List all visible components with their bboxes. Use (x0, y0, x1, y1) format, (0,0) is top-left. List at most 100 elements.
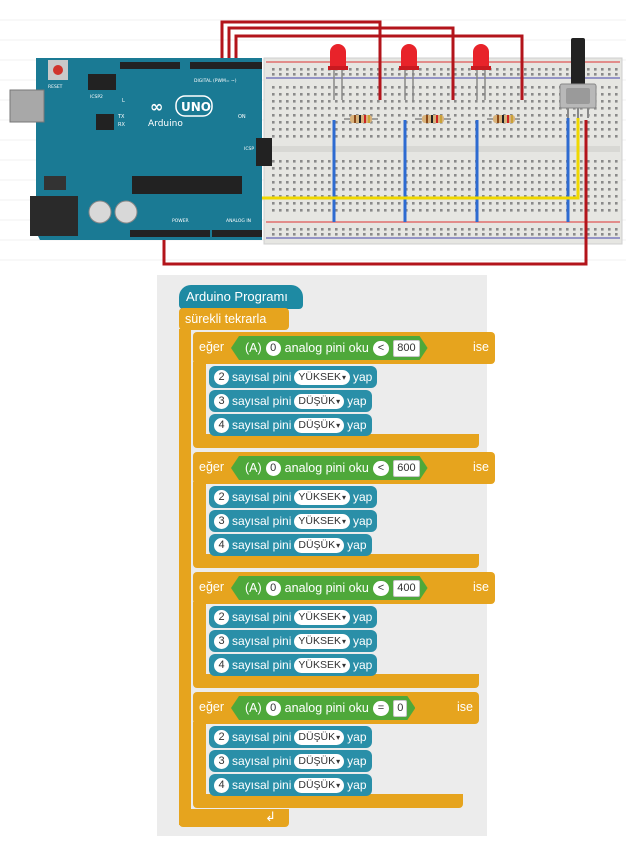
reset-label: RESET (48, 84, 63, 90)
digital-write-block[interactable]: 4 sayısal pini DÜŞÜK yap (209, 414, 372, 436)
threshold-input[interactable]: 600 (393, 460, 419, 477)
digital-write-text: sayısal pini (232, 370, 292, 384)
digital-write-block[interactable]: 2 sayısal pini YÜKSEK yap (209, 486, 378, 508)
digital-write-suffix: yap (347, 778, 367, 792)
state-dropdown[interactable]: YÜKSEK (294, 657, 350, 673)
loop-arrow-icon: ↲ (265, 809, 276, 824)
then-label: ise (473, 460, 489, 474)
digital-write-text: sayısal pini (232, 730, 292, 744)
led-1 (328, 44, 348, 100)
digital-write-text: sayısal pini (232, 634, 292, 648)
digital-write-block[interactable]: 2 sayısal pini YÜKSEK yap (209, 366, 378, 388)
digital-pin[interactable]: 4 (214, 777, 229, 793)
analog-prefix: (A) (245, 341, 262, 355)
breadboard-holes (272, 68, 618, 236)
condition-block[interactable]: (A) 0 analog pini oku < 800 (231, 336, 428, 360)
threshold-input[interactable]: 0 (393, 700, 407, 717)
threshold-input[interactable]: 800 (393, 340, 419, 357)
state-dropdown[interactable]: YÜKSEK (294, 633, 350, 649)
led-3 (471, 44, 491, 100)
board-brand: Arduino (148, 119, 183, 129)
state-dropdown[interactable]: YÜKSEK (294, 609, 350, 625)
state-dropdown[interactable]: DÜŞÜK (294, 393, 345, 409)
digital-write-block[interactable]: 4 sayısal pini YÜKSEK yap (209, 654, 378, 676)
threshold-input[interactable]: 400 (393, 580, 419, 597)
state-dropdown[interactable]: DÜŞÜK (294, 753, 345, 769)
analog-pin[interactable]: 0 (266, 341, 281, 356)
digital-write-suffix: yap (347, 538, 367, 552)
then-label: ise (457, 700, 473, 714)
l-label: L (122, 98, 125, 104)
operator-dropdown[interactable]: < (373, 341, 389, 356)
if-label: eğer (199, 340, 225, 354)
digital-write-block[interactable]: 3 sayısal pini DÜŞÜK yap (209, 390, 372, 412)
program-title: Arduino Programı (186, 289, 288, 304)
if-block[interactable]: eğer (A) 0 analog pini oku < 400 ise (193, 572, 495, 604)
digital-write-text: sayısal pini (232, 778, 292, 792)
state-dropdown[interactable]: DÜŞÜK (294, 537, 345, 553)
condition-block[interactable]: (A) 0 analog pini oku < 600 (231, 456, 428, 480)
resistor-2 (415, 115, 451, 123)
circuit-diagram: ∞ Arduino UNO RESET ICSP2 L TX RX ON ICS… (0, 19, 626, 266)
power-label: POWER (172, 218, 189, 224)
arduino-board: ∞ Arduino UNO RESET ICSP2 L TX RX ON ICS… (9, 58, 272, 240)
icsp2-label: ICSP2 (90, 94, 103, 100)
digital-pin[interactable]: 4 (214, 657, 229, 673)
digital-pin[interactable]: 4 (214, 417, 229, 433)
rx-label: RX (118, 122, 125, 128)
loop-label: sürekli tekrarla (185, 312, 267, 326)
if-spine (193, 602, 206, 682)
digital-pin[interactable]: 2 (214, 729, 229, 745)
analog-pin[interactable]: 0 (266, 581, 281, 596)
state-dropdown[interactable]: DÜŞÜK (294, 777, 345, 793)
digital-write-block[interactable]: 4 sayısal pini DÜŞÜK yap (209, 534, 372, 556)
state-dropdown[interactable]: DÜŞÜK (294, 729, 345, 745)
digital-write-block[interactable]: 3 sayısal pini YÜKSEK yap (209, 630, 378, 652)
digital-write-suffix: yap (353, 658, 373, 672)
digital-pin[interactable]: 3 (214, 513, 229, 529)
program-hat-block[interactable]: Arduino Programı (179, 285, 303, 309)
digital-label: DIGITAL (PWM= ~) (194, 78, 237, 84)
analog-prefix: (A) (245, 461, 262, 475)
forever-loop-block[interactable]: sürekli tekrarla (179, 308, 289, 330)
digital-pin[interactable]: 2 (214, 609, 229, 625)
digital-write-block[interactable]: 3 sayısal pini YÜKSEK yap (209, 510, 378, 532)
loop-spine (179, 329, 191, 825)
if-label: eğer (199, 700, 225, 714)
digital-pin[interactable]: 3 (214, 393, 229, 409)
if-block[interactable]: eğer (A) 0 analog pini oku < 600 ise (193, 452, 495, 484)
state-dropdown[interactable]: YÜKSEK (294, 513, 350, 529)
svg-text:∞: ∞ (150, 97, 163, 116)
analog-pin[interactable]: 0 (266, 461, 281, 476)
operator-dropdown[interactable]: < (373, 581, 389, 596)
digital-pin[interactable]: 3 (214, 633, 229, 649)
digital-write-suffix: yap (353, 514, 373, 528)
loop-bottom: ↲ (179, 809, 289, 827)
operator-dropdown[interactable]: = (373, 701, 389, 716)
if-bottom (193, 674, 479, 688)
condition-block[interactable]: (A) 0 analog pini oku < 400 (231, 576, 428, 600)
analog-pin[interactable]: 0 (266, 701, 281, 716)
digital-pin[interactable]: 2 (214, 489, 229, 505)
digital-write-suffix: yap (347, 730, 367, 744)
state-dropdown[interactable]: YÜKSEK (294, 489, 350, 505)
if-block[interactable]: eğer (A) 0 analog pini oku = 0 ise (193, 692, 479, 724)
digital-pin[interactable]: 2 (214, 369, 229, 385)
if-bottom (193, 434, 479, 448)
digital-pin[interactable]: 4 (214, 537, 229, 553)
condition-block[interactable]: (A) 0 analog pini oku = 0 (231, 696, 415, 720)
analog-text: analog pini oku (284, 341, 369, 355)
resistor-1 (344, 115, 378, 123)
digital-write-block[interactable]: 4 sayısal pini DÜŞÜK yap (209, 774, 372, 796)
state-dropdown[interactable]: DÜŞÜK (294, 417, 345, 433)
digital-write-block[interactable]: 3 sayısal pini DÜŞÜK yap (209, 750, 372, 772)
digital-write-block[interactable]: 2 sayısal pini DÜŞÜK yap (209, 726, 372, 748)
digital-write-suffix: yap (353, 634, 373, 648)
digital-write-block[interactable]: 2 sayısal pini YÜKSEK yap (209, 606, 378, 628)
digital-pin[interactable]: 3 (214, 753, 229, 769)
if-block[interactable]: eğer (A) 0 analog pini oku < 800 ise (193, 332, 495, 364)
if-spine (193, 362, 206, 442)
on-label: ON (238, 114, 246, 120)
operator-dropdown[interactable]: < (373, 461, 389, 476)
state-dropdown[interactable]: YÜKSEK (294, 369, 350, 385)
